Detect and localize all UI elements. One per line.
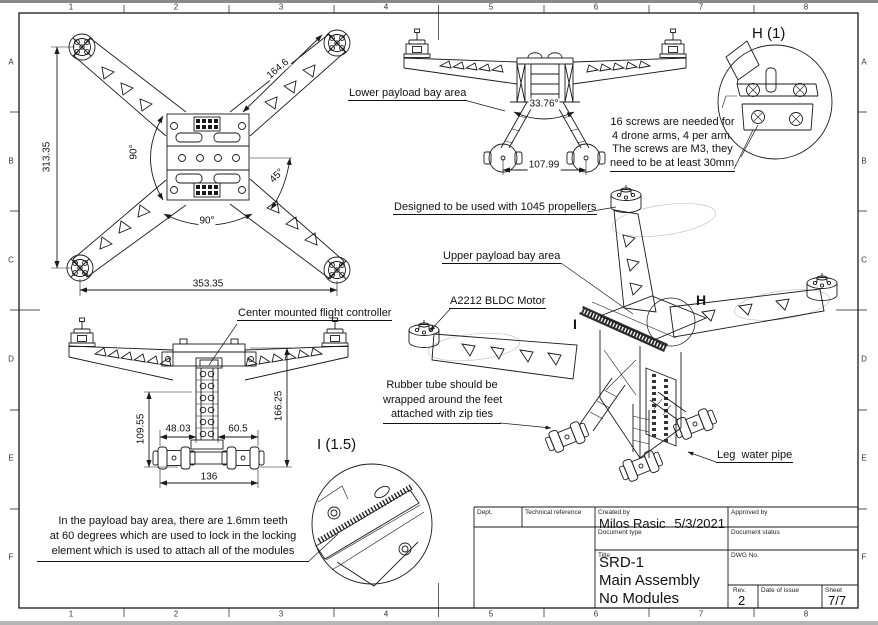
note-screws: 16 screws are needed for 4 drone arms, 4… — [610, 116, 738, 172]
date-of-issue-label: Date of issue — [761, 587, 799, 594]
grid-row-label: D — [861, 354, 867, 364]
approved-by-label: Approved by — [731, 509, 768, 516]
note-line: 4 drone arms, 4 per arm. — [611, 129, 734, 142]
dim-top-width: 353.35 — [191, 278, 225, 290]
grid-col-label: 8 — [803, 609, 809, 619]
dim-col-left: 48.03 — [164, 423, 192, 435]
label-leg-water-pipe: Leg water pipe — [716, 449, 794, 463]
front-view-bottom-drawing — [68, 317, 349, 488]
sheet-value: 7/7 — [828, 593, 847, 608]
grid-row-label: D — [8, 354, 14, 364]
note-line: need to be at least 30mm. — [610, 156, 738, 169]
grid-col-label: 2 — [173, 609, 179, 619]
grid-col-label: 1 — [68, 2, 74, 12]
note-teeth: In the payload bay area, there are 1.6mm… — [37, 514, 309, 562]
dim-bottom-right-h: 166.25 — [273, 389, 285, 423]
label-lower-payload-bay: Lower payload bay area — [348, 87, 468, 101]
dim-top-height: 313.35 — [41, 140, 53, 174]
note-line: attached with zip ties — [390, 408, 494, 420]
leader-lines — [208, 99, 754, 562]
detail-h-marker: H — [696, 292, 707, 308]
grid-col-label: 8 — [803, 2, 809, 12]
detail-h-title: H (1) — [752, 25, 786, 42]
grid-col-label: 4 — [383, 609, 389, 619]
note-rubber-tube: Rubber tube should be wrapped around the… — [383, 378, 503, 424]
created-date-value: 5/3/2021 — [674, 516, 725, 531]
grid-row-label: F — [8, 552, 14, 562]
title-label: Title — [598, 552, 611, 559]
grid-row-label: B — [861, 156, 867, 166]
dim-leg-angle: 33.76° — [528, 98, 560, 110]
document-type-label: Document type — [598, 529, 642, 536]
detail-i-marker: I — [573, 316, 577, 332]
note-line: element which is used to attach all of t… — [51, 545, 295, 557]
grid-row-label: A — [8, 57, 14, 67]
grid-row-label: A — [861, 57, 867, 67]
grid-col-label: 4 — [383, 2, 389, 12]
rev-value: 2 — [738, 593, 746, 608]
created-by-label: Created by — [598, 509, 630, 516]
grid-row-label: F — [861, 552, 867, 562]
title-block-lines — [473, 506, 858, 608]
label-a2212-motor: A2212 BLDC Motor — [449, 295, 547, 309]
note-line: The screws are M3, they — [612, 143, 733, 155]
note-line: Rubber tube should be — [386, 379, 498, 391]
grid-col-label: 3 — [278, 2, 284, 12]
drawing-title-line: Main Assembly — [599, 572, 700, 589]
grid-row-label: C — [861, 255, 867, 265]
label-flight-controller: Center mounted flight controller — [237, 307, 393, 321]
grid-col-label: 1 — [68, 609, 74, 619]
dwg-no-label: DWG No. — [731, 552, 759, 559]
label-propellers: Designed to be used with 1045 propellers — [393, 201, 598, 215]
window-top-edge — [0, 0, 878, 3]
grid-col-label: 2 — [173, 2, 179, 12]
grid-row-label: E — [8, 453, 14, 463]
grid-col-label: 5 — [488, 609, 494, 619]
drawing-title-line: SRD-1 — [599, 554, 645, 571]
grid-col-label: 7 — [698, 609, 704, 619]
note-line: In the payload bay area, there are 1.6mm… — [58, 515, 288, 527]
dim-angle-bottom: 90° — [198, 215, 216, 227]
window-bottom-edge — [0, 621, 878, 625]
technical-reference-label: Technical reference — [525, 509, 582, 516]
rev-label: Rev. — [733, 587, 746, 594]
document-status-label: Document status — [731, 529, 780, 536]
grid-row-label: E — [861, 453, 867, 463]
grid-col-label: 5 — [488, 2, 494, 12]
grid-row-label: B — [8, 156, 14, 166]
dim-col-right: 60.5 — [227, 423, 249, 435]
front-view-top-drawing — [403, 28, 687, 175]
dim-angle-left: 90° — [128, 143, 140, 161]
note-line: 16 screws are needed for — [610, 116, 735, 128]
drawing-title: SRD-1 Main Assembly No Modules — [599, 554, 700, 608]
detail-i-drawing — [311, 463, 433, 587]
grid-row-label: C — [8, 255, 14, 265]
dept-label: Dept. — [477, 509, 493, 516]
grid-col-label: 7 — [698, 2, 704, 12]
note-line: at 60 degrees which are used to lock in … — [49, 530, 297, 542]
note-line: wrapped around the feet — [383, 393, 503, 406]
frame-border — [10, 5, 867, 617]
dim-bottom-left-h: 109.55 — [135, 412, 147, 446]
grid-col-label: 6 — [593, 2, 599, 12]
detail-h-drawing — [717, 40, 833, 160]
dim-feet-width: 136 — [199, 471, 219, 483]
grid-col-label: 6 — [593, 609, 599, 619]
grid-col-label: 3 — [278, 609, 284, 619]
top-view-drawing — [51, 29, 351, 296]
detail-i-title: I (1.5) — [317, 436, 357, 453]
created-by-value: Milos Rasic — [599, 516, 666, 531]
sheet-label: Sheet — [825, 587, 842, 594]
drawing-title-line: No Modules — [599, 590, 680, 607]
label-upper-payload-bay: Upper payload bay area — [442, 250, 562, 264]
dim-feet-distance: 107.99 — [527, 159, 561, 171]
iso-view-drawing — [408, 184, 838, 485]
